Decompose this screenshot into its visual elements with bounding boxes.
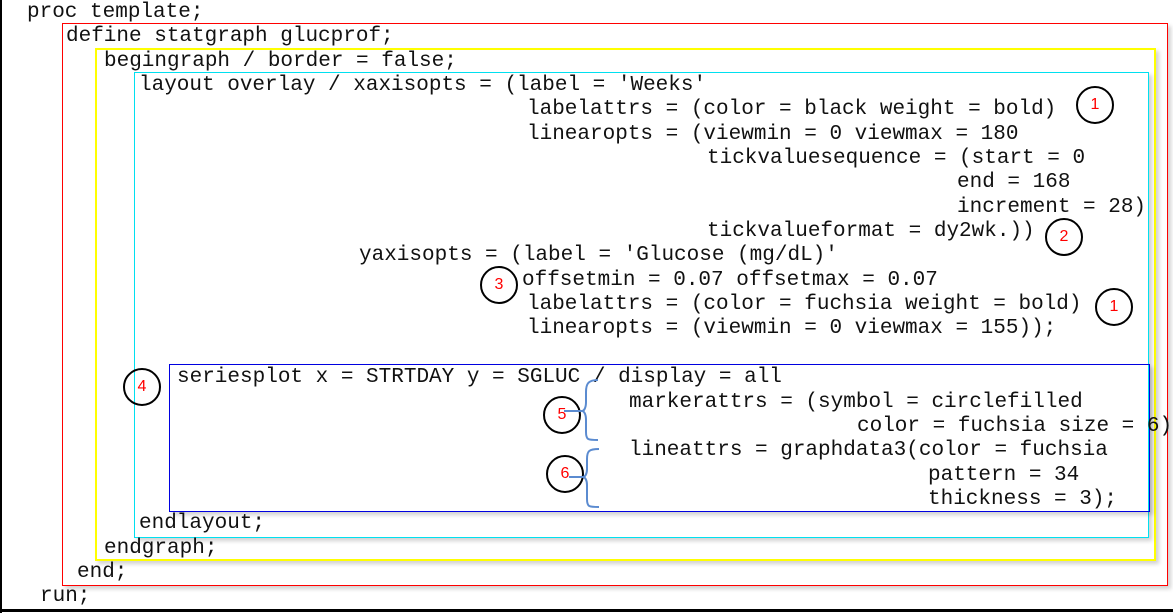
callout-5: 5	[543, 396, 581, 434]
code-line: run;	[40, 585, 91, 608]
code-line: increment = 28)	[957, 196, 1147, 219]
code-line: tickvaluesequence = (start = 0	[707, 147, 1086, 170]
code-line: labelattrs = (color = black weight = bol…	[527, 98, 1057, 121]
code-line: begingraph / border = false;	[104, 50, 457, 73]
callout-4: 4	[123, 368, 161, 406]
code-line: end = 168	[957, 171, 1071, 194]
code-line: endlayout;	[139, 512, 266, 535]
callout-1-xaxis: 1	[1076, 86, 1114, 124]
code-line: labelattrs = (color = fuchsia weight = b…	[527, 293, 1082, 316]
define-statgraph-box	[62, 23, 1168, 586]
code-line: color = fuchsia size = 6)	[857, 415, 1173, 438]
layout-overlay-box	[134, 72, 1149, 538]
code-line: proc template;	[27, 1, 204, 24]
begingraph-box	[95, 48, 1156, 561]
code-line: define statgraph glucprof;	[66, 25, 394, 48]
callout-6: 6	[546, 455, 584, 493]
code-line: lineattrs = graphdata3(color = fuchsia	[629, 439, 1108, 462]
code-line: end;	[77, 561, 128, 584]
callout-1-yaxis: 1	[1095, 288, 1133, 326]
page-bottom-border	[0, 609, 1173, 612]
code-line: offsetmin = 0.07 offsetmax = 0.07	[522, 269, 938, 292]
code-line: endgraph;	[104, 537, 218, 560]
code-line: seriesplot x = STRTDAY y = SGLUC / displ…	[177, 366, 782, 389]
code-line: markerattrs = (symbol = circlefilled	[629, 391, 1083, 414]
callout-2: 2	[1045, 218, 1083, 256]
brace-icon-markerattrs	[564, 379, 599, 441]
code-line: tickvalueformat = dy2wk.))	[707, 220, 1035, 243]
brace-icon-lineattrs	[569, 448, 600, 508]
page-left-border	[0, 0, 2, 613]
code-line: linearopts = (viewmin = 0 viewmax = 180	[527, 123, 1019, 146]
code-line: layout overlay / xaxisopts = (label = 'W…	[139, 74, 707, 97]
code-line: thickness = 3);	[928, 488, 1118, 511]
code-line: pattern = 34	[928, 464, 1080, 487]
callout-3: 3	[480, 266, 518, 304]
code-line: yaxisopts = (label = 'Glucose (mg/dL)'	[359, 244, 838, 267]
code-line: linearopts = (viewmin = 0 viewmax = 155)…	[527, 317, 1057, 340]
seriesplot-box	[169, 364, 1150, 512]
